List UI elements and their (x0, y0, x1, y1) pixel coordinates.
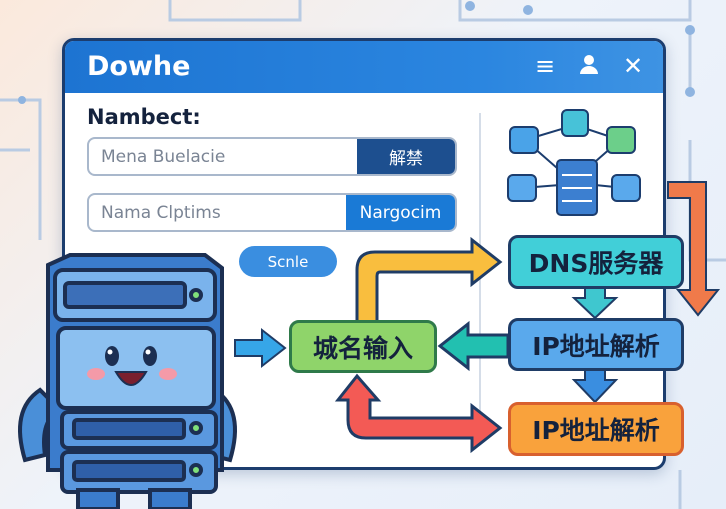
menu-icon[interactable]: ≡ (534, 52, 556, 80)
ip-resolve-box-1: IP地址解析 (508, 318, 684, 371)
dns-server-box: DNS服务器 (508, 235, 684, 289)
field-1-value[interactable]: Mena Buelacie (101, 147, 226, 167)
domain-input-box: 城名输入 (289, 320, 437, 373)
divider (479, 113, 481, 433)
title-bar: Dowhe ≡ ✕ (65, 41, 663, 93)
window-title: Dowhe (87, 51, 191, 82)
field-1-button[interactable]: 解禁 (357, 139, 455, 174)
field-2-value[interactable]: Nama Clptims (101, 203, 221, 223)
field-2[interactable]: Nama Clptims Nargocim (87, 193, 457, 232)
close-icon[interactable]: ✕ (622, 52, 644, 80)
user-icon[interactable] (575, 53, 603, 80)
field-2-button[interactable]: Nargocim (346, 195, 455, 230)
field-1[interactable]: Mena Buelacie 解禁 (87, 137, 457, 176)
ip-resolve-box-2: IP地址解析 (508, 402, 684, 456)
form-label: Nambect: (87, 105, 201, 129)
scale-button[interactable]: Scnle (239, 246, 337, 277)
